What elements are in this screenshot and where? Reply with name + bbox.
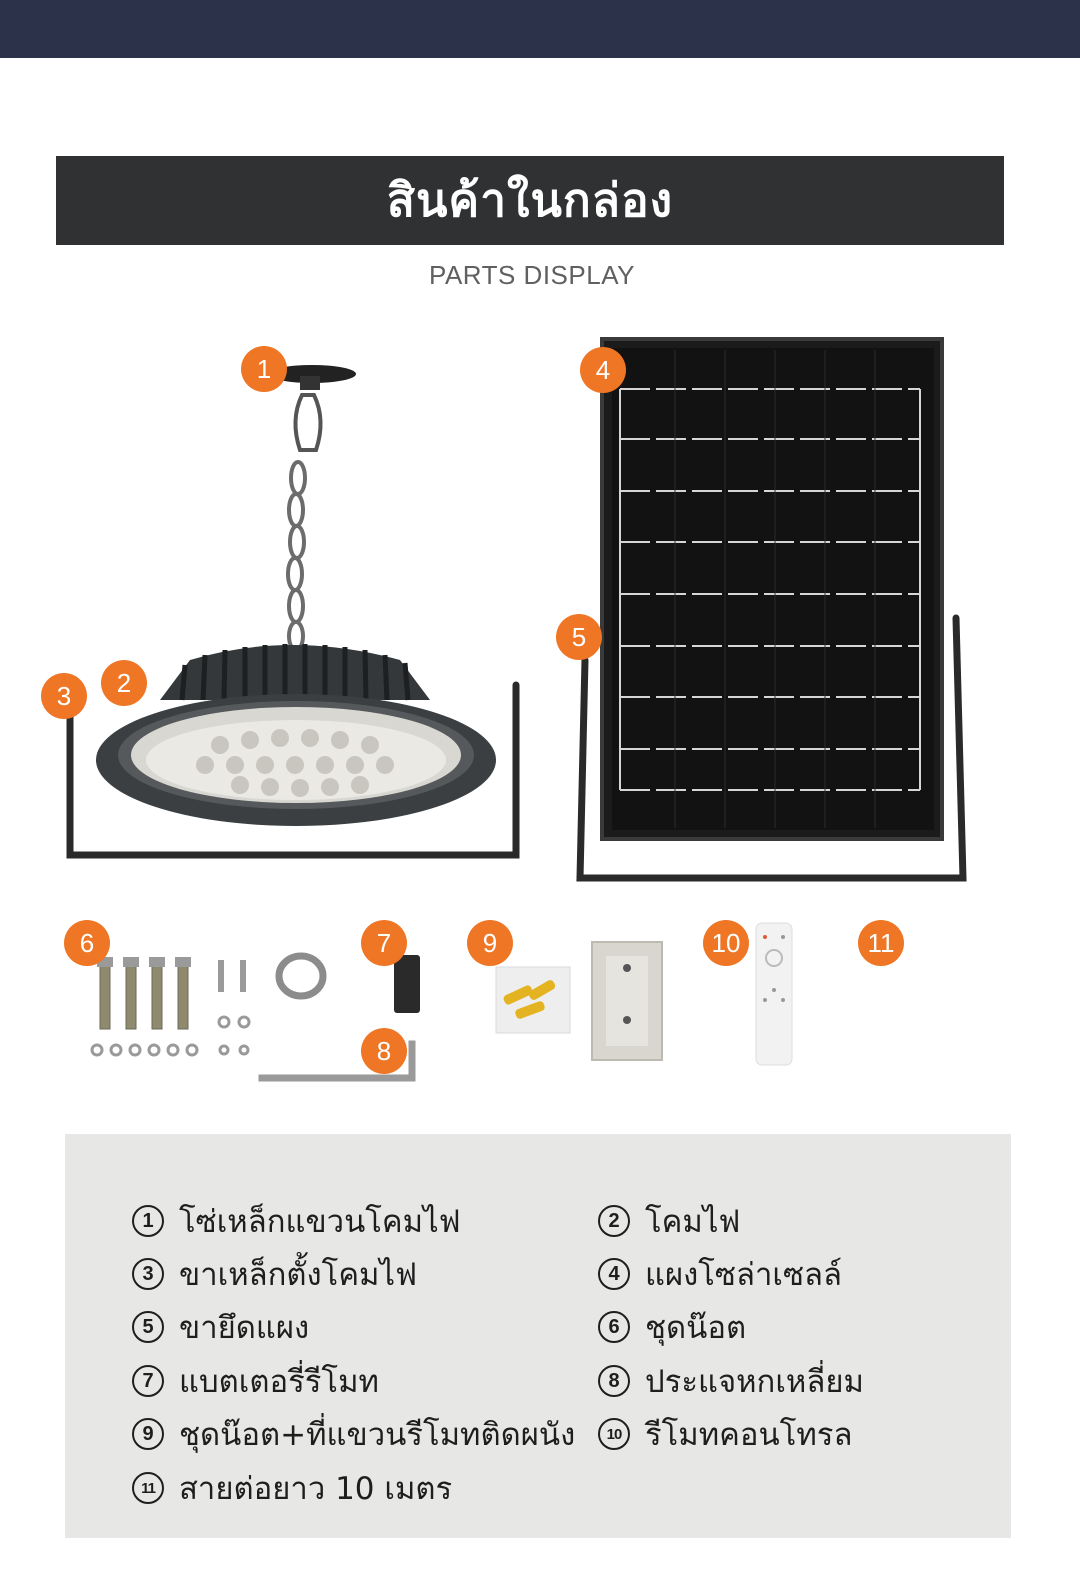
bolt-set-image [90,952,327,1057]
section-subtitle: PARTS DISPLAY [429,260,635,290]
callout-badge-3: 3 [41,673,87,719]
ufo-lamp-image [96,644,496,826]
item-label: โซ่เหล็กแขวนโคมไฟ [179,1204,461,1240]
item-label: ชุดน๊อต+ที่แขวนรีโมทติดผนัง [179,1417,576,1453]
wall-holder-image [495,941,663,1061]
callout-badge-5: 5 [556,614,602,660]
solar-panel-image [600,337,944,841]
callout-badge-11: 11 [858,920,904,966]
legend-item-5: 5 ขายึดแผง [132,1302,309,1352]
item-label: แบตเตอรี่รีโมท [179,1364,379,1400]
legend-item-3: 3 ขาเหล็กตั้งโคมไฟ [132,1249,417,1299]
item-label: โคมไฟ [645,1204,741,1240]
legend-item-6: 6 ชุดน๊อต [598,1302,746,1352]
callout-badge-8: 8 [361,1028,407,1074]
chain-hanger-image [268,365,356,652]
callout-badge-10: 10 [703,920,749,966]
lamp-stand-image [66,681,520,859]
callout-badge-6: 6 [64,920,110,966]
item-number: 8 [598,1365,630,1397]
item-label: สายต่อยาว 10 เมตร [179,1471,453,1507]
item-label: รีโมทคอนโทรล [645,1417,853,1453]
callout-badge-9: 9 [467,920,513,966]
item-label: ขาเหล็กตั้งโคมไฟ [179,1257,418,1293]
item-label: ประแจหกเหลี่ยม [645,1364,864,1400]
legend-item-11: 11 สายต่อยาว 10 เมตร [132,1463,452,1513]
callout-badge-2: 2 [101,660,147,706]
item-number: 5 [132,1311,164,1343]
legend-item-7: 7 แบตเตอรี่รีโมท [132,1356,379,1406]
callout-badge-4: 4 [580,347,626,393]
remote-image [755,922,793,1066]
legend-item-9: 9 ชุดน๊อต+ที่แขวนรีโมทติดผนัง [132,1409,575,1459]
section-title-bar: สินค้าในกล่อง [56,156,1004,245]
item-number: 7 [132,1365,164,1397]
item-label: ขายึดแผง [179,1310,310,1346]
item-label: แผงโซล่าเซลล์ [645,1257,843,1293]
parts-legend: 1 โซ่เหล็กแขวนโคมไฟ 2 โคมไฟ 3 ขาเหล็กตั้… [65,1134,1011,1538]
item-number: 10 [598,1418,630,1450]
battery-image [394,955,420,1013]
item-number: 2 [598,1205,630,1237]
legend-item-2: 2 โคมไฟ [598,1196,740,1246]
hex-key-image [258,1040,416,1082]
callout-badge-7: 7 [361,920,407,966]
parts-illustration [66,337,967,1082]
legend-item-8: 8 ประแจหกเหลี่ยม [598,1356,864,1406]
item-number: 1 [132,1205,164,1237]
callout-badge-1: 1 [241,346,287,392]
item-number: 4 [598,1258,630,1290]
item-number: 6 [598,1311,630,1343]
item-number: 3 [132,1258,164,1290]
legend-item-1: 1 โซ่เหล็กแขวนโคมไฟ [132,1196,461,1246]
legend-item-4: 4 แผงโซล่าเซลล์ [598,1249,842,1299]
item-label: ชุดน๊อต [645,1310,747,1346]
item-number: 9 [132,1418,164,1450]
panel-stand-image [576,614,967,882]
item-number: 11 [132,1472,164,1504]
top-banner-bar [0,0,1080,58]
section-title: สินค้าในกล่อง [386,173,674,227]
legend-item-10: 10 รีโมทคอนโทรล [598,1409,852,1459]
